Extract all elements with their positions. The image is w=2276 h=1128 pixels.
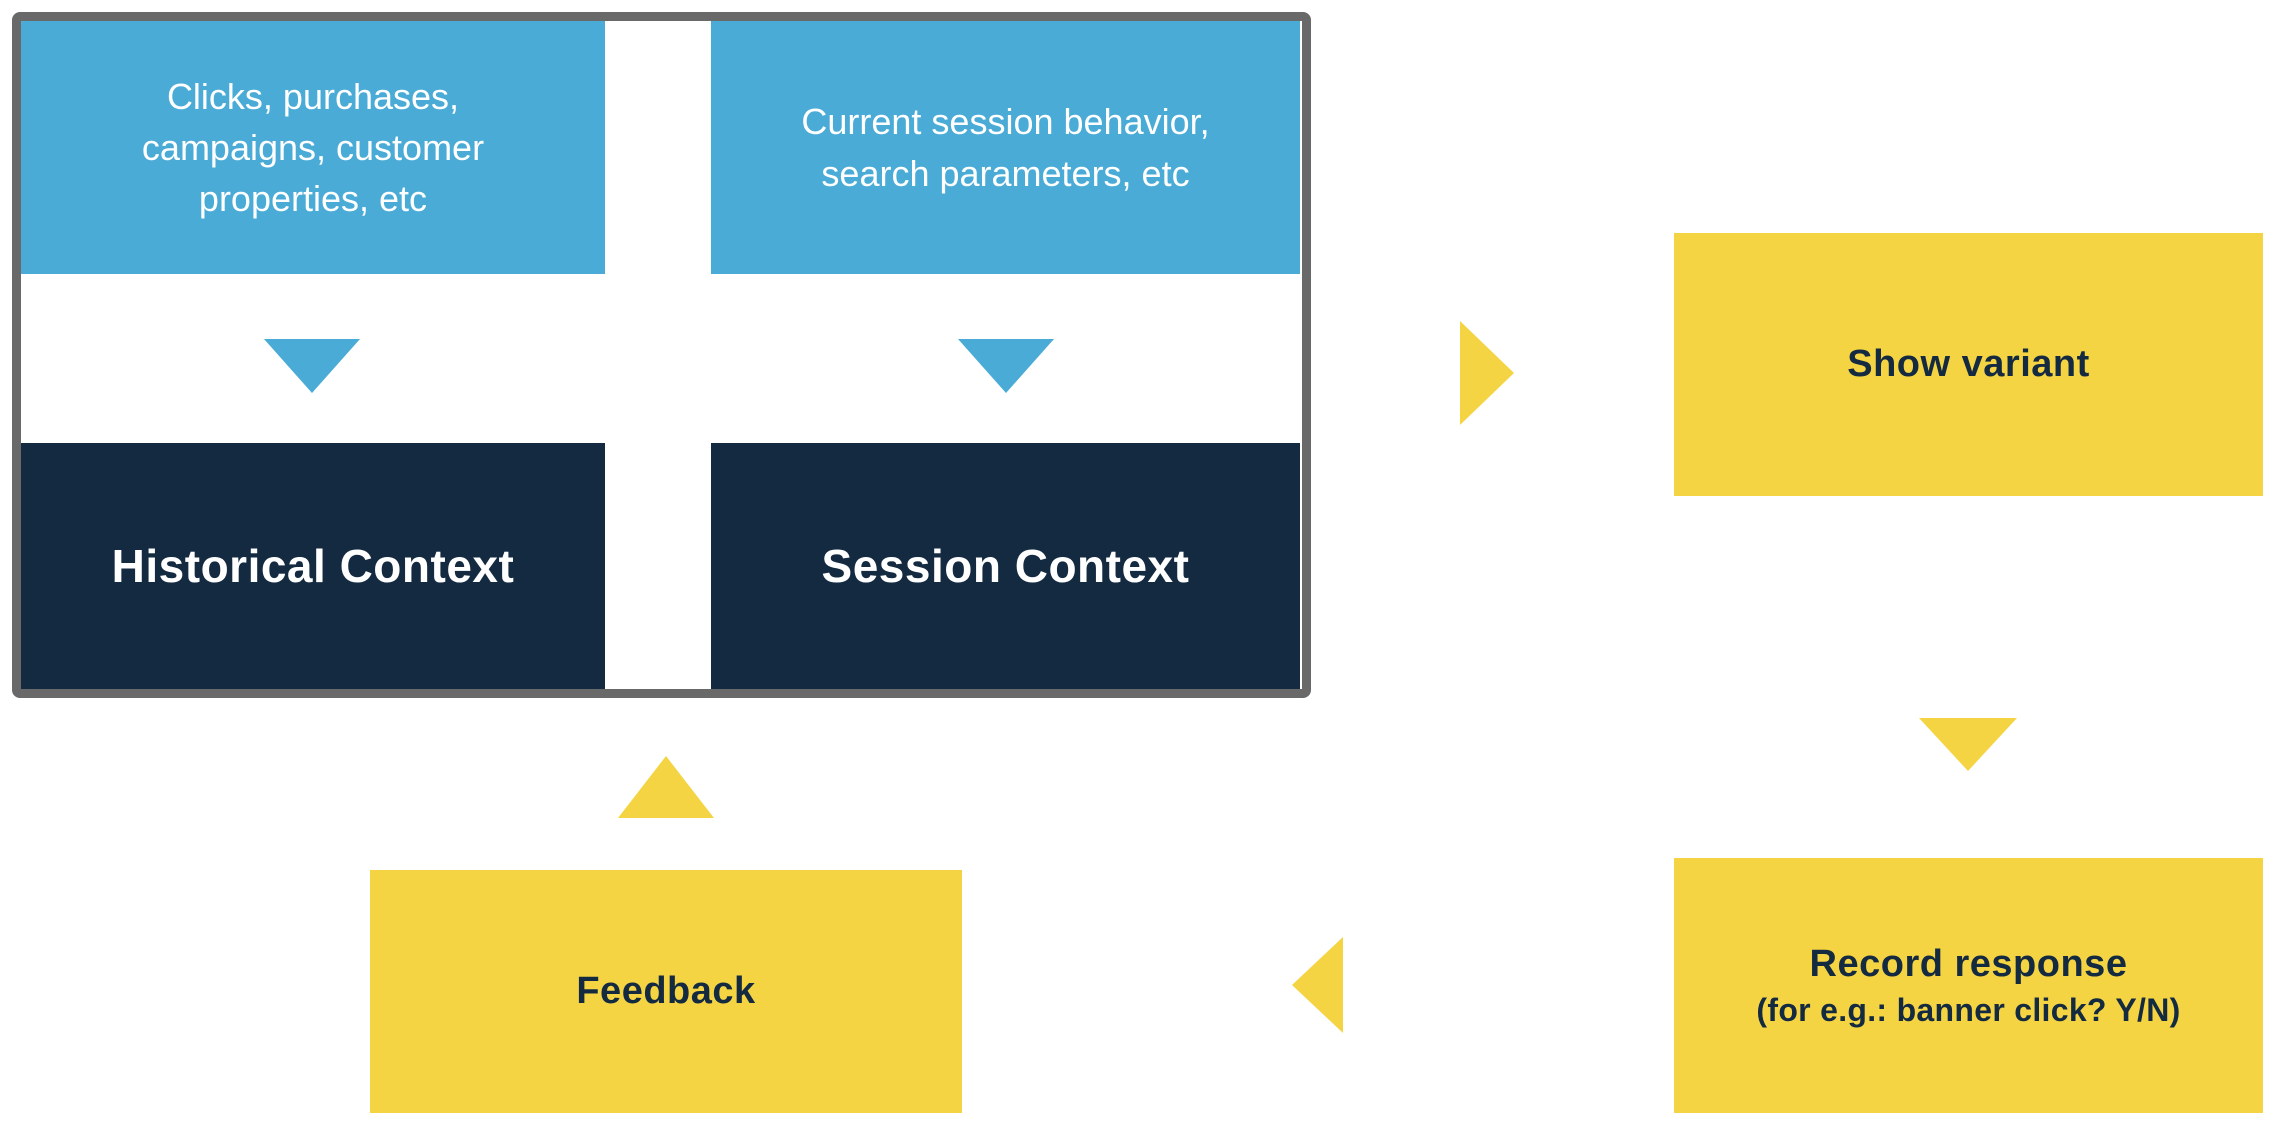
show-variant-box: Show variant xyxy=(1674,233,2263,496)
record-response-subtitle: (for e.g.: banner click? Y/N) xyxy=(1756,991,2181,1028)
arrow-left-icon xyxy=(1292,937,1343,1033)
historical-inputs-box: Clicks, purchases, campaigns, customer p… xyxy=(21,21,605,274)
feedback-box: Feedback xyxy=(370,870,962,1113)
record-response-box: Record response (for e.g.: banner click?… xyxy=(1674,858,2263,1113)
session-inputs-box: Current session behavior, search paramet… xyxy=(711,21,1300,274)
feedback-label: Feedback xyxy=(576,970,756,1012)
historical-context-box: Historical Context xyxy=(21,443,605,689)
context-container: Clicks, purchases, campaigns, customer p… xyxy=(12,12,1311,698)
show-variant-label: Show variant xyxy=(1847,343,2090,385)
arrow-right-icon xyxy=(1460,321,1514,425)
arrow-up-icon xyxy=(618,756,714,818)
arrow-down-icon xyxy=(958,339,1054,393)
arrow-down-icon xyxy=(1919,718,2017,771)
record-response-title: Record response xyxy=(1809,942,2128,985)
arrow-down-icon xyxy=(264,339,360,393)
session-context-box: Session Context xyxy=(711,443,1300,689)
